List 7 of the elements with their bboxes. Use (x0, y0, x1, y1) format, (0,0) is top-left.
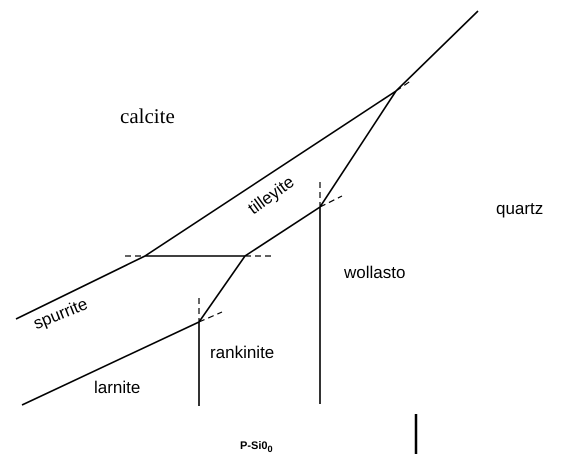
phase-field-label: rankinite (210, 344, 274, 363)
phase-field-label: wollasto (344, 264, 406, 283)
phase-field-label: spurrite (31, 295, 91, 334)
phase-field-label: larnite (94, 379, 140, 398)
phase-field-label: calcite (120, 105, 175, 128)
phase-field-label: quartz (496, 200, 544, 219)
axis-label: P-Si0$_{0}$ (240, 440, 273, 454)
